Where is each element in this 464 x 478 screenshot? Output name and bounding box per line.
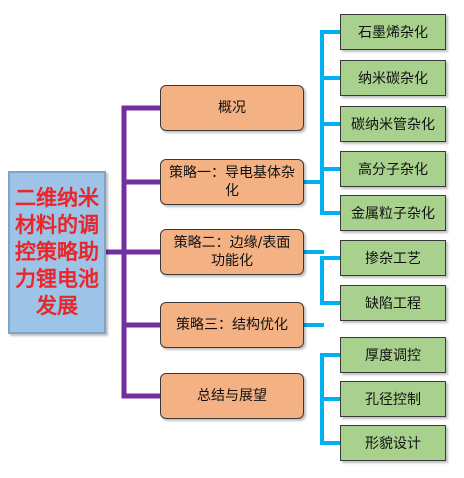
leaf-thickness-control: 厚度调控 (340, 337, 446, 373)
branch-strategy2: 策略二：边缘/表面功能化 (160, 229, 304, 275)
leaf-nanocarbon-hybrid: 纳米碳杂化 (340, 60, 446, 96)
leaf-morphology-design: 形貌设计 (340, 425, 446, 461)
leaf-polymer-hybrid: 高分子杂化 (340, 151, 446, 187)
leaf-graphene-hybrid: 石墨烯杂化 (340, 14, 446, 50)
leaf-defect-engineering: 缺陷工程 (340, 285, 446, 321)
root-connectors (103, 105, 163, 399)
root-node: 二维纳米材料的调控策略助力锂电池发展 (8, 171, 106, 334)
branch-summary: 总结与展望 (160, 373, 304, 419)
leaf-doping-process: 掺杂工艺 (340, 240, 446, 276)
branch-strategy1: 策略一：导电基体杂化 (160, 159, 304, 205)
leaf-metal-particle-hybrid: 金属粒子杂化 (340, 195, 446, 231)
leaf-connectors (302, 30, 342, 445)
branch-strategy3: 策略三：结构优化 (160, 302, 304, 348)
leaf-cnt-hybrid: 碳纳米管杂化 (340, 106, 446, 142)
leaf-pore-size-control: 孔径控制 (340, 381, 446, 417)
branch-overview: 概况 (160, 85, 304, 131)
